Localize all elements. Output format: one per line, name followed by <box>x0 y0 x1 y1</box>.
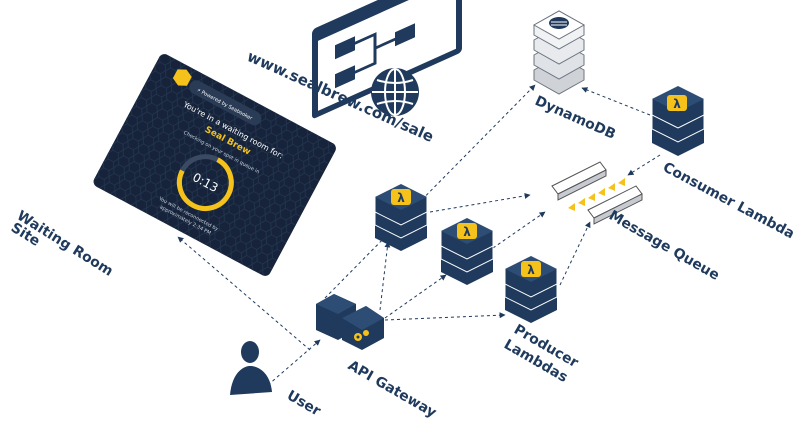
powered-by-badge <box>189 80 262 126</box>
connectors <box>177 84 661 386</box>
website-icon <box>312 0 462 119</box>
lambda-glyph: λ <box>397 191 405 205</box>
connector-user-to-site <box>177 236 311 351</box>
user-label: User <box>284 388 323 420</box>
dynamodb-icon <box>532 10 586 95</box>
globe-icon <box>371 68 419 116</box>
lambda-glyph: λ <box>463 225 471 239</box>
connector-lambda2-to-queue <box>492 211 546 249</box>
consumer-lambda-label: Consumer Lambda <box>660 159 797 242</box>
connector-queue-to-consumer <box>627 154 661 176</box>
message-queue-label: Message Queue <box>606 208 722 284</box>
connector-gateway-to-dynamodb <box>324 84 536 299</box>
producer-lambda-icon-1: λ <box>374 183 428 251</box>
api-gateway-label: API Gateway <box>345 358 439 422</box>
message-queue-icon <box>551 161 643 225</box>
producer-lambda-icon-3: λ <box>504 255 558 323</box>
connector-user-to-gateway <box>267 339 321 386</box>
connector-consumer-to-dynamodb <box>581 87 651 116</box>
connector-gateway-to-lambda3 <box>384 312 506 321</box>
waiting-room-screen: ⚡ Powered by Seabooker You're in a waiti… <box>93 54 336 276</box>
connector-gateway-to-lambda1 <box>379 241 391 311</box>
consumer-lambda-icon: λ <box>651 85 705 156</box>
user-icon <box>230 341 272 395</box>
dynamodb-label: DynamoDB <box>532 93 618 143</box>
hexagon-logo-icon <box>172 69 192 86</box>
producer-lambda-icon-2: λ <box>440 217 494 285</box>
connector-lambda3-to-queue <box>559 221 591 286</box>
connector-gateway-to-lambda2 <box>384 274 447 319</box>
lambda-glyph: λ <box>673 97 681 111</box>
connector-lambda1-to-queue <box>429 192 531 213</box>
lambda-glyph: λ <box>527 263 535 277</box>
api-gateway-icon <box>316 294 384 350</box>
